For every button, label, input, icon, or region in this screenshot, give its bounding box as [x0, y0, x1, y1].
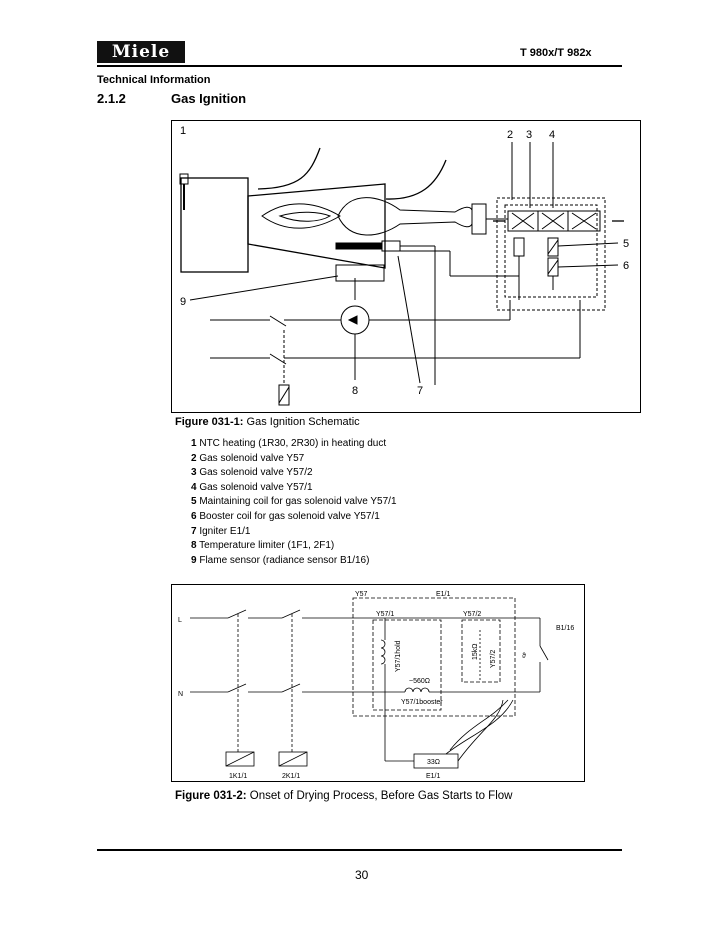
- relay-coil: [278, 384, 290, 406]
- flame-icon: [261, 203, 341, 229]
- flame-sensor: [335, 264, 385, 282]
- callout-2: 2: [507, 129, 513, 141]
- header-rule: [97, 65, 622, 67]
- label-33: 33Ω: [427, 759, 440, 766]
- figure2-caption-number: Figure 031-2:: [175, 790, 247, 802]
- footer-rule: [97, 849, 622, 851]
- callout-4: 4: [549, 129, 555, 141]
- callout-6: 6: [623, 260, 629, 272]
- legend-item: 5 Maintaining coil for gas solenoid valv…: [191, 496, 397, 508]
- figure2-caption-text: Onset of Drying Process, Before Gas Star…: [249, 790, 513, 802]
- callout-8: 8: [352, 385, 358, 397]
- label-hold: Y57/1hold: [395, 640, 402, 672]
- legend-item: 8 Temperature limiter (1F1, 2F1): [191, 540, 335, 552]
- figure1-frame: [171, 120, 641, 413]
- legend-item: 7 Igniter E1/1: [191, 525, 251, 537]
- legend-item: 6 Booster coil for gas solenoid valve Y5…: [191, 510, 380, 522]
- label-b116: B1/16: [556, 625, 574, 632]
- figure2-caption: Figure 031-2: Onset of Drying Process, B…: [175, 790, 512, 802]
- legend-item: 1 NTC heating (1R30, 2R30) in heating du…: [191, 438, 387, 449]
- figure2-frame: [171, 584, 585, 782]
- label-L: L: [178, 617, 182, 624]
- burner-body: [247, 183, 386, 269]
- legend-item: 2 Gas solenoid valve Y57: [191, 452, 305, 464]
- label-theta: ϑ: [522, 653, 526, 660]
- relay-2k1: [278, 751, 308, 767]
- callout-1: 1: [180, 125, 186, 137]
- heating-duct: [180, 177, 249, 273]
- legend-item: 9 Flame sensor (radiance sensor B1/16): [191, 554, 370, 566]
- page-number: 30: [355, 868, 369, 882]
- igniter: [335, 242, 383, 250]
- relay-1k1: [225, 751, 255, 767]
- callout-5: 5: [623, 238, 629, 250]
- label-e11-bottom: E1/1: [426, 773, 441, 780]
- callout-7: 7: [417, 385, 423, 397]
- section-title: Gas Ignition: [171, 91, 247, 106]
- label-y571: Y57/1: [376, 611, 394, 618]
- label-e11-top: E1/1: [436, 591, 451, 598]
- label-15k: 15kΩ: [472, 643, 479, 660]
- section-label: Technical Information: [97, 74, 211, 86]
- label-1k1: 1K1/1: [229, 773, 247, 780]
- figure1-legend: 1 NTC heating (1R30, 2R30) in heating du…: [191, 437, 397, 568]
- callout-9: 9: [180, 296, 186, 308]
- label-y572: Y57/2: [463, 611, 481, 618]
- label-2k1: 2K1/1: [282, 773, 300, 780]
- valve-block: [496, 197, 606, 311]
- solenoid-valves: [507, 210, 601, 232]
- figure1-caption-number: Figure 031-1:: [175, 416, 244, 428]
- nozzle: [471, 203, 487, 235]
- miele-logo: Miele: [97, 41, 185, 63]
- label-y572-vert: Y57/2: [490, 650, 497, 668]
- label-booster: Y57/1booster: [401, 699, 443, 706]
- label-y57: Y57: [355, 591, 368, 598]
- label-560: ~560Ω: [409, 678, 430, 685]
- callout-3: 3: [526, 129, 532, 141]
- legend-item: 4 Gas solenoid valve Y57/1: [191, 481, 313, 493]
- venturi: [337, 197, 473, 236]
- label-N: N: [178, 691, 183, 698]
- section-number: 2.1.2: [97, 91, 126, 106]
- figure1-caption-text: Gas Ignition Schematic: [246, 416, 360, 428]
- model-number: T 980x/T 982x: [520, 47, 592, 59]
- maintaining-coil: [547, 237, 559, 257]
- figure1-caption: Figure 031-1: Gas Ignition Schematic: [175, 416, 360, 428]
- legend-item: 3 Gas solenoid valve Y57/2: [191, 467, 313, 479]
